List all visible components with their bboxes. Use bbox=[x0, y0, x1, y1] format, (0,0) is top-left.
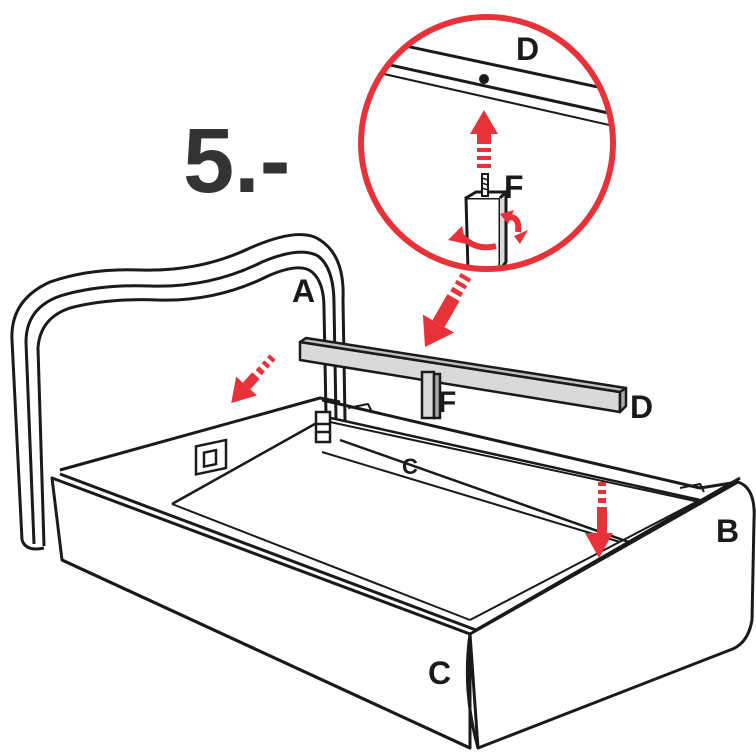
bracket-icon bbox=[194, 438, 228, 476]
label-inner-rail: C bbox=[402, 454, 418, 479]
step-number: 5.- bbox=[183, 110, 290, 212]
red-dashed-arrow-icon bbox=[470, 110, 498, 168]
bracket-icon bbox=[314, 410, 332, 444]
label-detail-leg: F bbox=[504, 169, 524, 205]
screw-hole bbox=[479, 74, 489, 84]
red-dashed-arrow-icon bbox=[585, 482, 613, 558]
support-beam bbox=[298, 336, 628, 414]
label-support-beam: D bbox=[630, 389, 653, 425]
label-headboard: A bbox=[292, 273, 315, 309]
label-detail-beam: D bbox=[516, 31, 539, 67]
red-dashed-arrow-icon bbox=[422, 273, 472, 348]
support-leg bbox=[420, 370, 442, 420]
label-side-rail: B bbox=[716, 513, 739, 549]
headboard bbox=[10, 233, 347, 551]
red-dashed-arrow-icon bbox=[231, 354, 276, 404]
zoom-detail bbox=[358, 14, 616, 272]
label-foot-rail: C bbox=[428, 655, 451, 691]
label-support-leg: F bbox=[438, 386, 456, 419]
bed-frame bbox=[50, 396, 756, 750]
